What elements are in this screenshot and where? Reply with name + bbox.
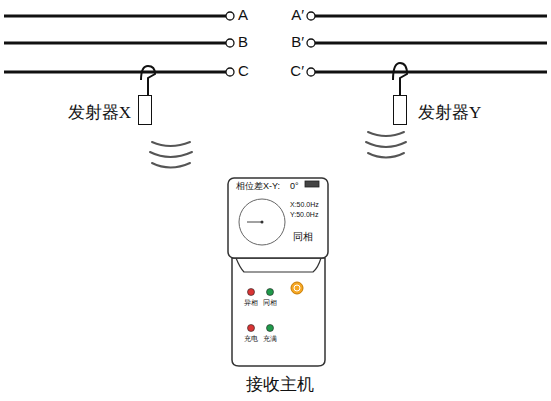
battery-icon	[305, 181, 319, 187]
screen-readout: 相位差X-Y:	[236, 182, 280, 192]
phase-line	[315, 15, 547, 18]
phase-line	[4, 42, 226, 45]
dial-center	[261, 221, 264, 224]
signal-wave	[152, 163, 190, 168]
phase-label: C	[238, 63, 249, 80]
terminal	[226, 12, 234, 20]
terminal	[307, 68, 315, 76]
receiver-screen: 相位差X-Y: 0° X:50.0HzY:50.0Hz 同相	[228, 178, 328, 258]
led-red	[248, 289, 255, 296]
device-label: 发射器Y	[418, 104, 481, 123]
transmitter-box: 发射器Y	[393, 95, 407, 125]
led-green	[267, 325, 274, 332]
transmitter-box: 发射器X	[138, 95, 152, 125]
phase-label: A′	[291, 7, 304, 24]
terminal	[226, 39, 234, 47]
device-label: 发射器X	[68, 104, 131, 123]
clamp-hook	[141, 66, 155, 95]
phase-line	[315, 71, 547, 74]
signal-wave	[150, 152, 192, 157]
signal-wave	[368, 153, 404, 158]
screen-readout: 同相	[293, 231, 313, 242]
terminal	[226, 68, 234, 76]
phase-line	[4, 71, 226, 74]
receiver-unit: 相位差X-Y: 0° X:50.0HzY:50.0Hz 同相接收主机	[225, 175, 335, 397]
terminal	[307, 12, 315, 20]
phase-label: B	[238, 34, 248, 51]
signal-wave	[368, 132, 404, 136]
phase-line	[4, 15, 226, 18]
power-button	[291, 282, 303, 294]
terminal	[307, 39, 315, 47]
led-label: 异相	[244, 299, 258, 307]
signal-wave	[152, 142, 190, 146]
led-label: 充电	[244, 335, 258, 343]
screen-readout: 0°	[290, 182, 299, 192]
screen-readout: X:50.0Hz	[290, 201, 319, 209]
phase-dial	[239, 199, 285, 245]
dial-needle	[247, 222, 262, 223]
clamp-hook	[393, 63, 407, 95]
screen-readout: Y:50.0Hz	[290, 211, 318, 219]
receiver-neck	[236, 258, 321, 272]
signal-wave	[366, 142, 406, 147]
power-button	[294, 285, 300, 291]
led-green	[267, 289, 274, 296]
phase-label: B′	[291, 34, 304, 51]
phase-label: A	[238, 7, 248, 24]
device-label: 接收主机	[246, 376, 314, 395]
led-label: 充满	[263, 335, 277, 343]
receiver-body	[232, 258, 325, 366]
led-red	[248, 325, 255, 332]
phase-label: C′	[290, 63, 304, 80]
led-label: 同相	[263, 299, 277, 307]
receiver-screen	[228, 178, 328, 258]
phase-line	[315, 42, 547, 45]
